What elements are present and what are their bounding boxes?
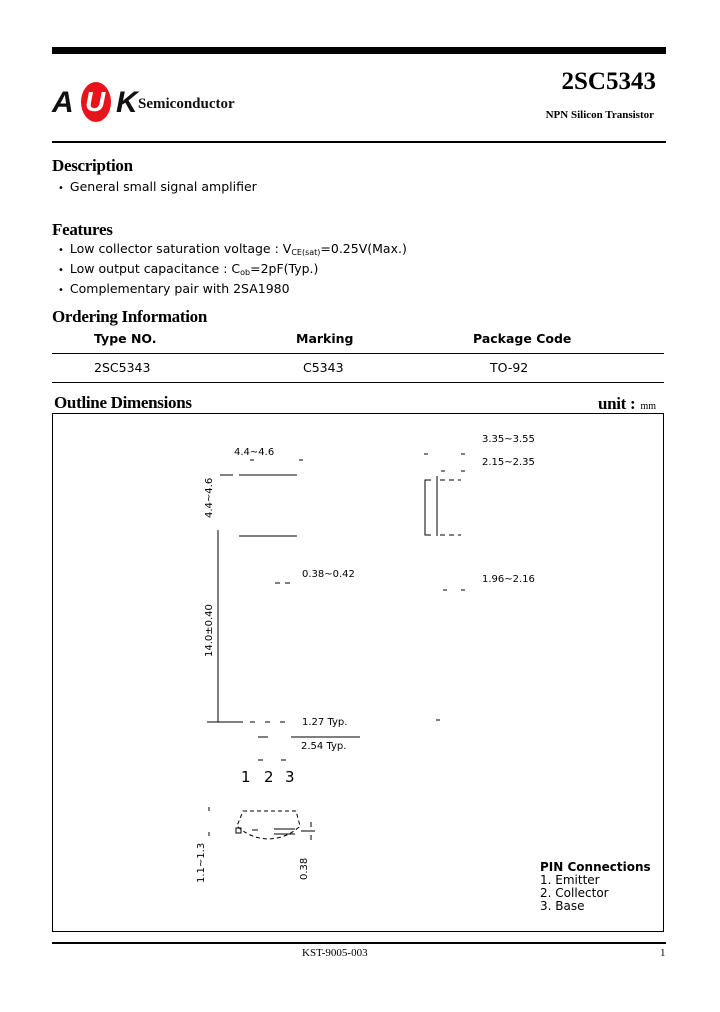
pin-connections-title: PIN Connections: [540, 860, 651, 874]
pin-connection-item: 1. Emitter: [540, 873, 600, 887]
dim-body-height: 4.4~4.6: [204, 477, 215, 518]
dim-pitch-1: 1.27 Typ.: [302, 717, 348, 728]
dim-lead-width: 0.38~0.42: [302, 569, 355, 580]
unit-label: unit : mm: [597, 394, 656, 413]
dim-pitch-2: 2.54 Typ.: [301, 741, 347, 752]
feature-item-vce: Low collector saturation voltage : VCE(s…: [58, 241, 407, 261]
pin-number-2: 2: [264, 768, 274, 786]
col-package-code: Package Code: [473, 331, 572, 346]
header-rule: [52, 141, 666, 143]
description-item: General small signal amplifier: [58, 179, 257, 197]
dim-body-width: 4.4~4.6: [234, 447, 275, 458]
table-rule: [52, 382, 664, 383]
outline-drawing-box: 4.4~4.6 4.4~4.6 0.38~0.42 14.0±0.40 1.27…: [52, 413, 664, 932]
part-number: 2SC5343: [561, 68, 656, 95]
cell-marking: C5343: [303, 360, 344, 375]
features-list: Low collector saturation voltage : VCE(s…: [58, 241, 407, 299]
logo-text: Semiconductor: [138, 96, 235, 112]
table-header-row: Type NO. Marking Package Code: [52, 331, 664, 353]
footer-rule: [52, 942, 666, 944]
footer-doc-code: KST-9005-003: [302, 947, 368, 959]
table-row: 2SC5343 C5343 TO-92: [52, 360, 664, 382]
logo-letter-k: K: [116, 86, 138, 119]
footer-page-number: 1: [660, 947, 666, 959]
logo-letter-a: A: [52, 86, 74, 119]
dim-bottom-1: 1.1~1.3: [196, 842, 207, 883]
logo-red-oval-icon: [81, 82, 111, 122]
dim-side-2: 2.15~2.35: [482, 457, 535, 468]
description-list: General small signal amplifier: [58, 179, 257, 197]
outline-heading: Outline Dimensions: [54, 393, 192, 412]
ordering-heading: Ordering Information: [52, 307, 208, 326]
pin-number-3: 3: [285, 768, 295, 786]
description-heading: Description: [52, 156, 133, 175]
part-subtitle: NPN Silicon Transistor: [545, 109, 654, 121]
pin-connection-item: 2. Collector: [540, 886, 609, 900]
col-type-no: Type NO.: [94, 331, 157, 346]
col-marking: Marking: [296, 331, 354, 346]
cell-type-no: 2SC5343: [94, 360, 151, 375]
logo-letter-u: U: [85, 86, 106, 117]
feature-item-cob: Low output capacitance : Cob=2pF(Typ.): [58, 261, 407, 281]
top-rule: [52, 47, 666, 54]
dim-side-3: 1.96~2.16: [482, 574, 535, 585]
feature-item-complement: Complementary pair with 2SA1980: [58, 281, 407, 299]
dim-bottom-2: 0.38: [299, 857, 310, 880]
features-heading: Features: [52, 220, 113, 239]
cell-package-code: TO-92: [490, 360, 529, 375]
dim-side-1: 3.35~3.55: [482, 434, 535, 445]
ordering-table: Type NO. Marking Package Code 2SC5343 C5…: [52, 331, 664, 383]
pin-number-1: 1: [241, 768, 251, 786]
outline-drawing-icon: [207, 453, 465, 840]
dim-lead-length: 14.0±0.40: [204, 604, 215, 657]
pin-connections: PIN Connections 1. Emitter 2. Collector …: [540, 861, 651, 913]
pin-connection-item: 3. Base: [540, 899, 585, 913]
table-rule: [52, 353, 664, 354]
